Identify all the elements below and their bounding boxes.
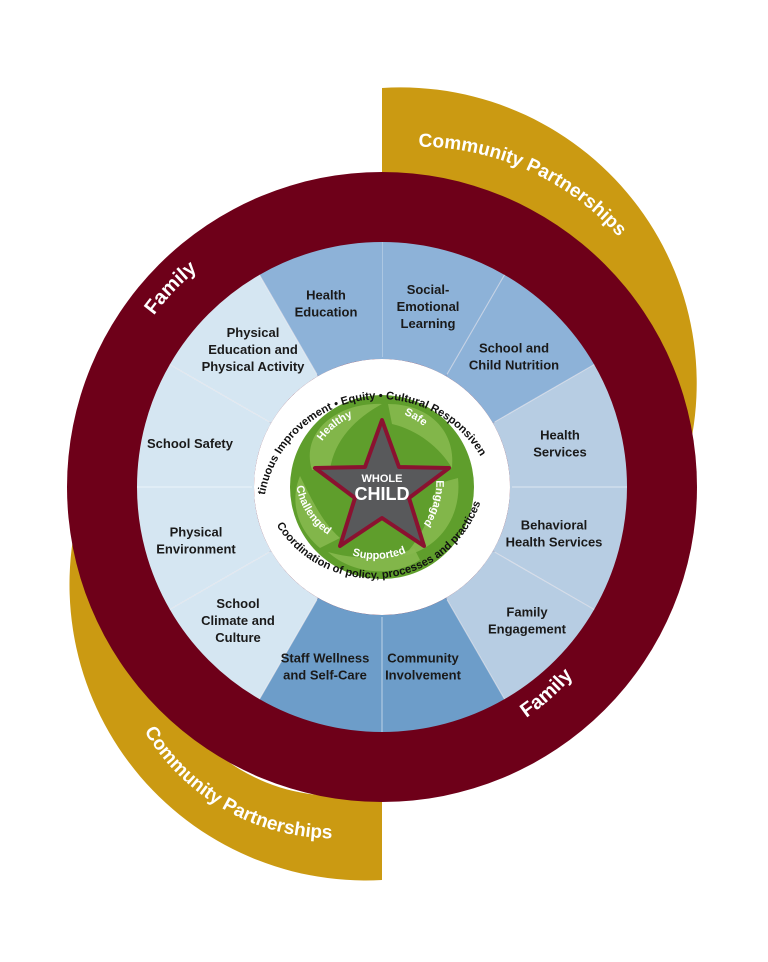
segment-label-line: Education [295,305,358,320]
segment-label-line: Staff Wellness [281,651,370,666]
segment-label-line: Social- [407,282,450,297]
segment-label-line: Physical [227,325,280,340]
outcome-leaf [328,548,420,572]
segment-label-line: Culture [215,630,261,645]
segment-wedge [169,551,318,700]
segment-label-line: Behavioral [521,518,587,533]
segment-label-line: Physical Activity [202,359,306,374]
segment-divider [259,274,318,375]
segment-divider [494,551,595,610]
segment-label-line: Learning [401,316,456,331]
segment-wedge [169,274,318,423]
segment-divider [169,364,270,423]
segment-label-line: School Safety [147,436,234,451]
segment-label-line: and Self-Care [283,668,367,683]
segment-label-line: Health [306,288,346,303]
segment-divider [494,364,595,423]
segment-divider [446,599,505,700]
outcome-leaf [295,476,340,548]
segment-wedge [446,274,595,423]
segment-wedge [382,597,505,732]
segment-label: Staff Wellness and Self-Care [281,651,370,683]
segment-label-line: Child Nutrition [469,358,559,373]
component-segments [137,242,627,732]
segment-divider [169,551,270,610]
segment-label-line: Emotional [397,299,460,314]
segment-divider [259,599,318,700]
center-label-line2: CHILD [355,484,410,504]
segment-wedge [446,551,595,700]
segment-label-line: Family [506,605,548,620]
center-label-line1: WHOLE [362,473,403,485]
segment-label-line: Environment [156,542,236,557]
segment-wedge [492,364,627,487]
segment-label-line: Health [540,428,580,443]
segment-divider [446,274,505,375]
segment-label-line: Community [387,651,459,666]
segment-label-line: Involvement [385,668,462,683]
segment-wedge [382,242,505,377]
segment-wedge [259,242,382,377]
whole-child-star-icon [313,418,451,548]
segment-wedge [259,597,382,732]
segment-wedge [137,487,272,610]
segment-label-line: Engagement [488,622,567,637]
segment-label-line: School and [479,341,549,356]
segment-label-line: Climate and [201,613,275,628]
segment-wedge [492,487,627,610]
outcome-leaf [388,404,453,468]
outcome-leaf [404,478,459,556]
segment-label-line: School [216,596,259,611]
segment-label-line: Education and [208,342,298,357]
segment-label-line: Services [533,445,587,460]
outcome-leaf [309,403,382,470]
segment-label-line: Health Services [506,535,603,550]
outcome-leaves [295,403,459,572]
segment-label-line: Physical [170,525,223,540]
segment-label: School Safety [147,436,234,451]
segment-wedge [137,364,272,487]
